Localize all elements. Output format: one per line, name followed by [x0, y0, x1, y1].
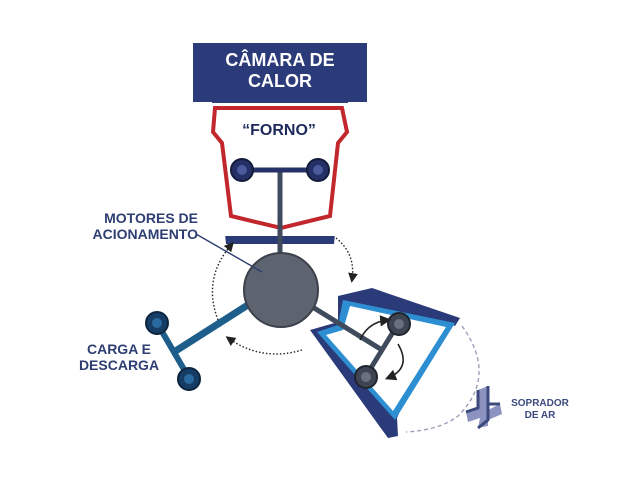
cooling-rotation-arrow-top: [359, 315, 392, 341]
oven-red-outline: [210, 106, 350, 231]
main-rotation-arrows: [211, 237, 358, 355]
oven-arm: [230, 158, 330, 262]
cooling-arm: [283, 287, 411, 389]
rotation-arrow-icon: [335, 237, 358, 283]
motors-pointer-line: [195, 233, 263, 273]
cooling-mold-top-center: [394, 319, 404, 329]
swing-path: [405, 325, 480, 433]
motors-label: MOTORES DE ACIONAMENTO: [92, 210, 198, 243]
load-mold-top-center: [152, 318, 162, 328]
rotation-arrow-icon: [211, 241, 234, 321]
load-label: CARGA E DESCARGA: [78, 341, 160, 374]
rotation-arrow-icon: [225, 336, 303, 355]
central-hub: [243, 252, 319, 328]
chamber-title: CÂMARA DE CALOR: [225, 50, 335, 91]
load-mold-bottom-center: [184, 374, 194, 384]
cooling-rotation-arrow-bottom: [384, 343, 404, 381]
oven-mold-right-center: [313, 165, 323, 175]
cooling-mold-bottom-center: [361, 372, 371, 382]
blower-label: SOPRADOR DE AR: [511, 398, 569, 421]
oven-mold-left-center: [237, 165, 247, 175]
hub-disc: [243, 252, 319, 328]
fan-icon: [465, 386, 502, 430]
oven-label: “FORNO”: [242, 122, 316, 139]
cooling-chamber: [310, 288, 460, 438]
